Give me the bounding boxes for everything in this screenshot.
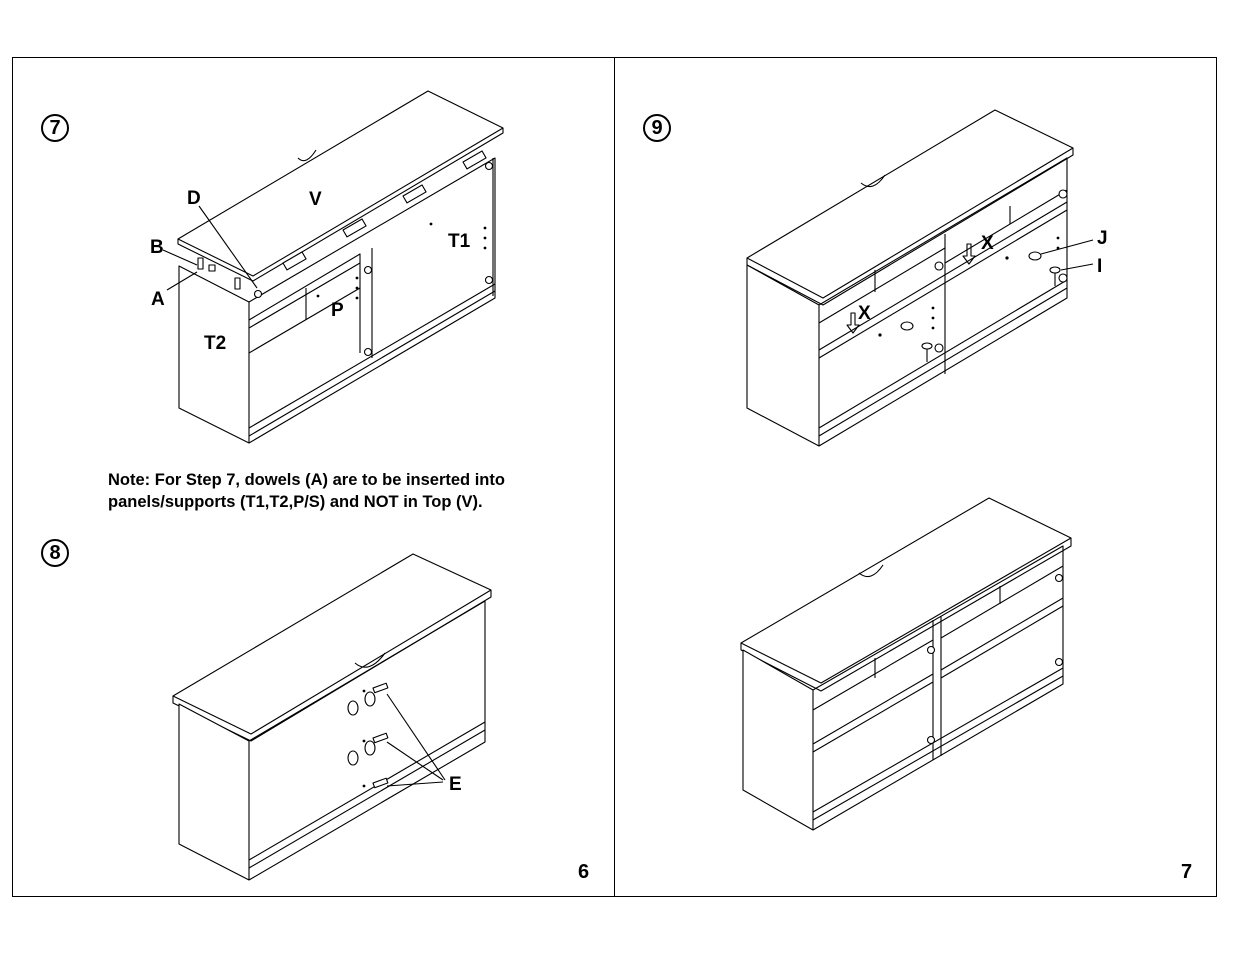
cam-lock-icon	[363, 347, 373, 357]
cam-lock-icon	[363, 265, 373, 275]
shelf-support-icon	[1028, 251, 1042, 261]
hinge-icon	[926, 645, 936, 655]
page-right: 9	[614, 57, 1217, 897]
cam-lock-icon	[934, 343, 944, 353]
label-i: I	[1097, 256, 1103, 277]
hinge-icon	[926, 735, 936, 745]
step-9-number: 9	[643, 114, 671, 142]
cam-bolt-icon	[208, 264, 216, 272]
cam-lock-icon	[253, 289, 263, 299]
label-b: B	[150, 237, 164, 258]
screw-icon	[372, 732, 389, 744]
hole-icon	[347, 700, 359, 716]
label-p: P	[331, 300, 344, 321]
dowel-icon	[197, 257, 204, 270]
step-7-number: 7	[41, 114, 69, 142]
label-e: E	[449, 774, 462, 795]
cam-lock-icon	[1058, 273, 1068, 283]
page-number-right: 7	[1181, 861, 1193, 883]
cam-lock-icon	[484, 161, 494, 171]
arrow-down-icon	[846, 312, 860, 334]
shelf-support-icon	[900, 321, 914, 331]
cam-lock-icon	[484, 275, 494, 285]
page-number-left: 6	[578, 861, 590, 883]
cam-lock-icon	[934, 261, 944, 271]
hole-icon	[364, 691, 376, 707]
dowel-icon	[234, 277, 241, 290]
cam-lock-icon	[1058, 189, 1068, 199]
hinge-icon	[1054, 573, 1064, 583]
page-left: 7	[12, 57, 615, 897]
screw-icon	[372, 682, 389, 694]
label-t1: T1	[448, 231, 471, 252]
label-a: A	[151, 289, 165, 310]
hinge-icon	[1054, 657, 1064, 667]
hole-icon	[364, 740, 376, 756]
step-7-note: Note: For Step 7, dowels (A) are to be i…	[108, 471, 505, 511]
screw-icon	[372, 777, 389, 789]
step-8-number: 8	[41, 539, 69, 567]
label-j: J	[1097, 228, 1108, 249]
finished-cabinet-diagram	[740, 497, 1072, 831]
step-9-diagram	[746, 109, 1094, 447]
cabinet-top	[172, 553, 492, 735]
hole-icon	[347, 750, 359, 766]
step-7-diagram	[162, 90, 504, 444]
arrow-down-icon	[962, 243, 976, 265]
label-d: D	[187, 188, 201, 209]
label-x-upper: X	[981, 233, 994, 254]
label-v: V	[309, 189, 322, 210]
label-t2: T2	[204, 333, 227, 354]
label-x-lower: X	[858, 303, 871, 324]
step-8-diagram	[172, 553, 492, 881]
